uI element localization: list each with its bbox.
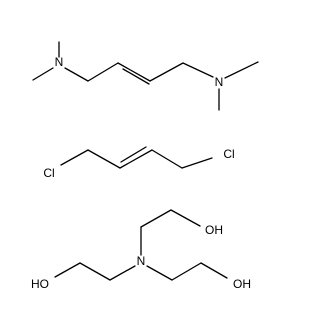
bond [32,67,54,81]
bond [117,62,151,82]
bond [171,262,202,281]
bond [64,67,89,82]
bond [119,149,153,169]
molecule-2: Cl Cl [43,146,235,180]
atom-label: Cl [43,166,54,180]
double-bond-inner [120,146,147,163]
double-bond-inner [122,68,150,85]
bond [87,149,121,169]
structure-canvas: N N Cl Cl N OH HO OH [31,41,259,291]
bond [181,157,213,169]
atom-label: N [55,55,64,69]
atom-label: OH [233,277,251,291]
bond [200,262,228,279]
bond [109,265,136,281]
atom-label: N [137,254,146,268]
bond [60,149,89,166]
bond [151,149,183,169]
chemical-structures: N N Cl Cl N OH HO OH [31,41,259,291]
atom-label: OH [205,223,223,237]
bond [170,209,201,227]
bond [149,62,184,82]
bond [79,262,111,281]
bond [146,265,173,281]
bond [87,62,119,82]
molecule-3: N OH HO OH [31,209,251,291]
bond [54,262,81,278]
molecule-1: N N [32,41,259,111]
atom-label: N [215,75,224,89]
bond [140,209,172,228]
bond [182,62,214,78]
atom-label: HO [31,277,49,291]
atom-label: Cl [223,147,234,161]
bond [224,61,259,79]
